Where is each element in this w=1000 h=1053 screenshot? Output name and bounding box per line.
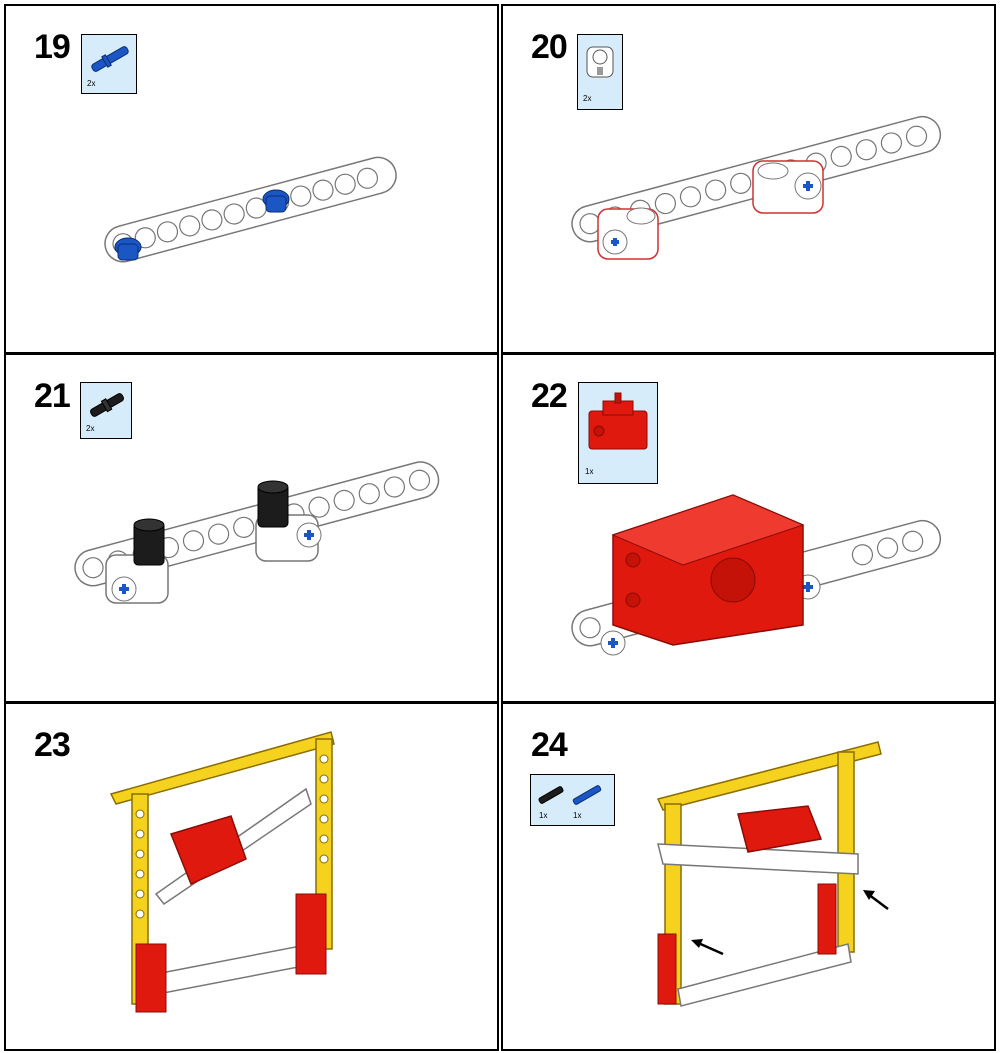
white-pin-connector-icon — [597, 207, 659, 260]
step-21-panel: 21 2x — [4, 353, 499, 703]
blue-axle-pin-icon — [91, 46, 129, 72]
assembly-illustration — [571, 494, 942, 656]
red-servo-motor-icon — [588, 392, 648, 450]
parts-callout: 2x — [577, 34, 623, 110]
parts-callout: 2x — [80, 382, 132, 439]
assembly-illustration — [109, 731, 335, 1013]
parts-callout: 2x — [81, 34, 137, 94]
part-qty: 1x — [539, 811, 548, 820]
step-number: 24 — [531, 726, 568, 764]
assembly-illustration — [74, 461, 440, 604]
part-qty: 2x — [87, 79, 96, 88]
step-number: 21 — [34, 377, 71, 415]
step-number: 22 — [531, 377, 568, 415]
black-friction-pin-icon — [538, 785, 602, 805]
black-friction-pin-icon — [90, 393, 124, 417]
step-19-panel: 19 2x — [4, 4, 499, 354]
part-qty: 2x — [86, 424, 95, 433]
step-22-panel: 22 1x — [501, 353, 996, 703]
parts-callout: 1x — [578, 382, 658, 484]
step-20-panel: 20 2x — [501, 4, 996, 354]
red-servo-motor-icon — [611, 494, 805, 646]
assembly-illustration — [656, 741, 889, 1007]
blue-axle-pin-icon — [572, 785, 602, 805]
white-pin-connector-icon — [752, 160, 824, 214]
blue-axle-pin-icon — [114, 237, 142, 261]
parts-callout: 1x 1x — [530, 774, 615, 826]
white-pin-connector-icon — [586, 46, 614, 78]
black-friction-pin-icon — [257, 480, 289, 528]
step-number: 23 — [34, 726, 71, 764]
part-qty: 1x — [585, 467, 594, 476]
step-number: 20 — [531, 28, 568, 66]
step-number: 19 — [34, 28, 71, 66]
assembly-illustration — [104, 156, 397, 263]
assembly-illustration — [571, 115, 942, 260]
step-23-panel: 23 — [4, 702, 499, 1051]
arrow-icon — [863, 890, 889, 910]
black-friction-pin-icon — [133, 518, 165, 566]
part-qty: 2x — [583, 94, 592, 103]
blue-axle-pin-icon — [262, 189, 290, 213]
part-qty: 1x — [573, 811, 582, 820]
step-24-panel: 24 1x 1x — [501, 702, 996, 1051]
arrow-icon — [691, 939, 724, 956]
